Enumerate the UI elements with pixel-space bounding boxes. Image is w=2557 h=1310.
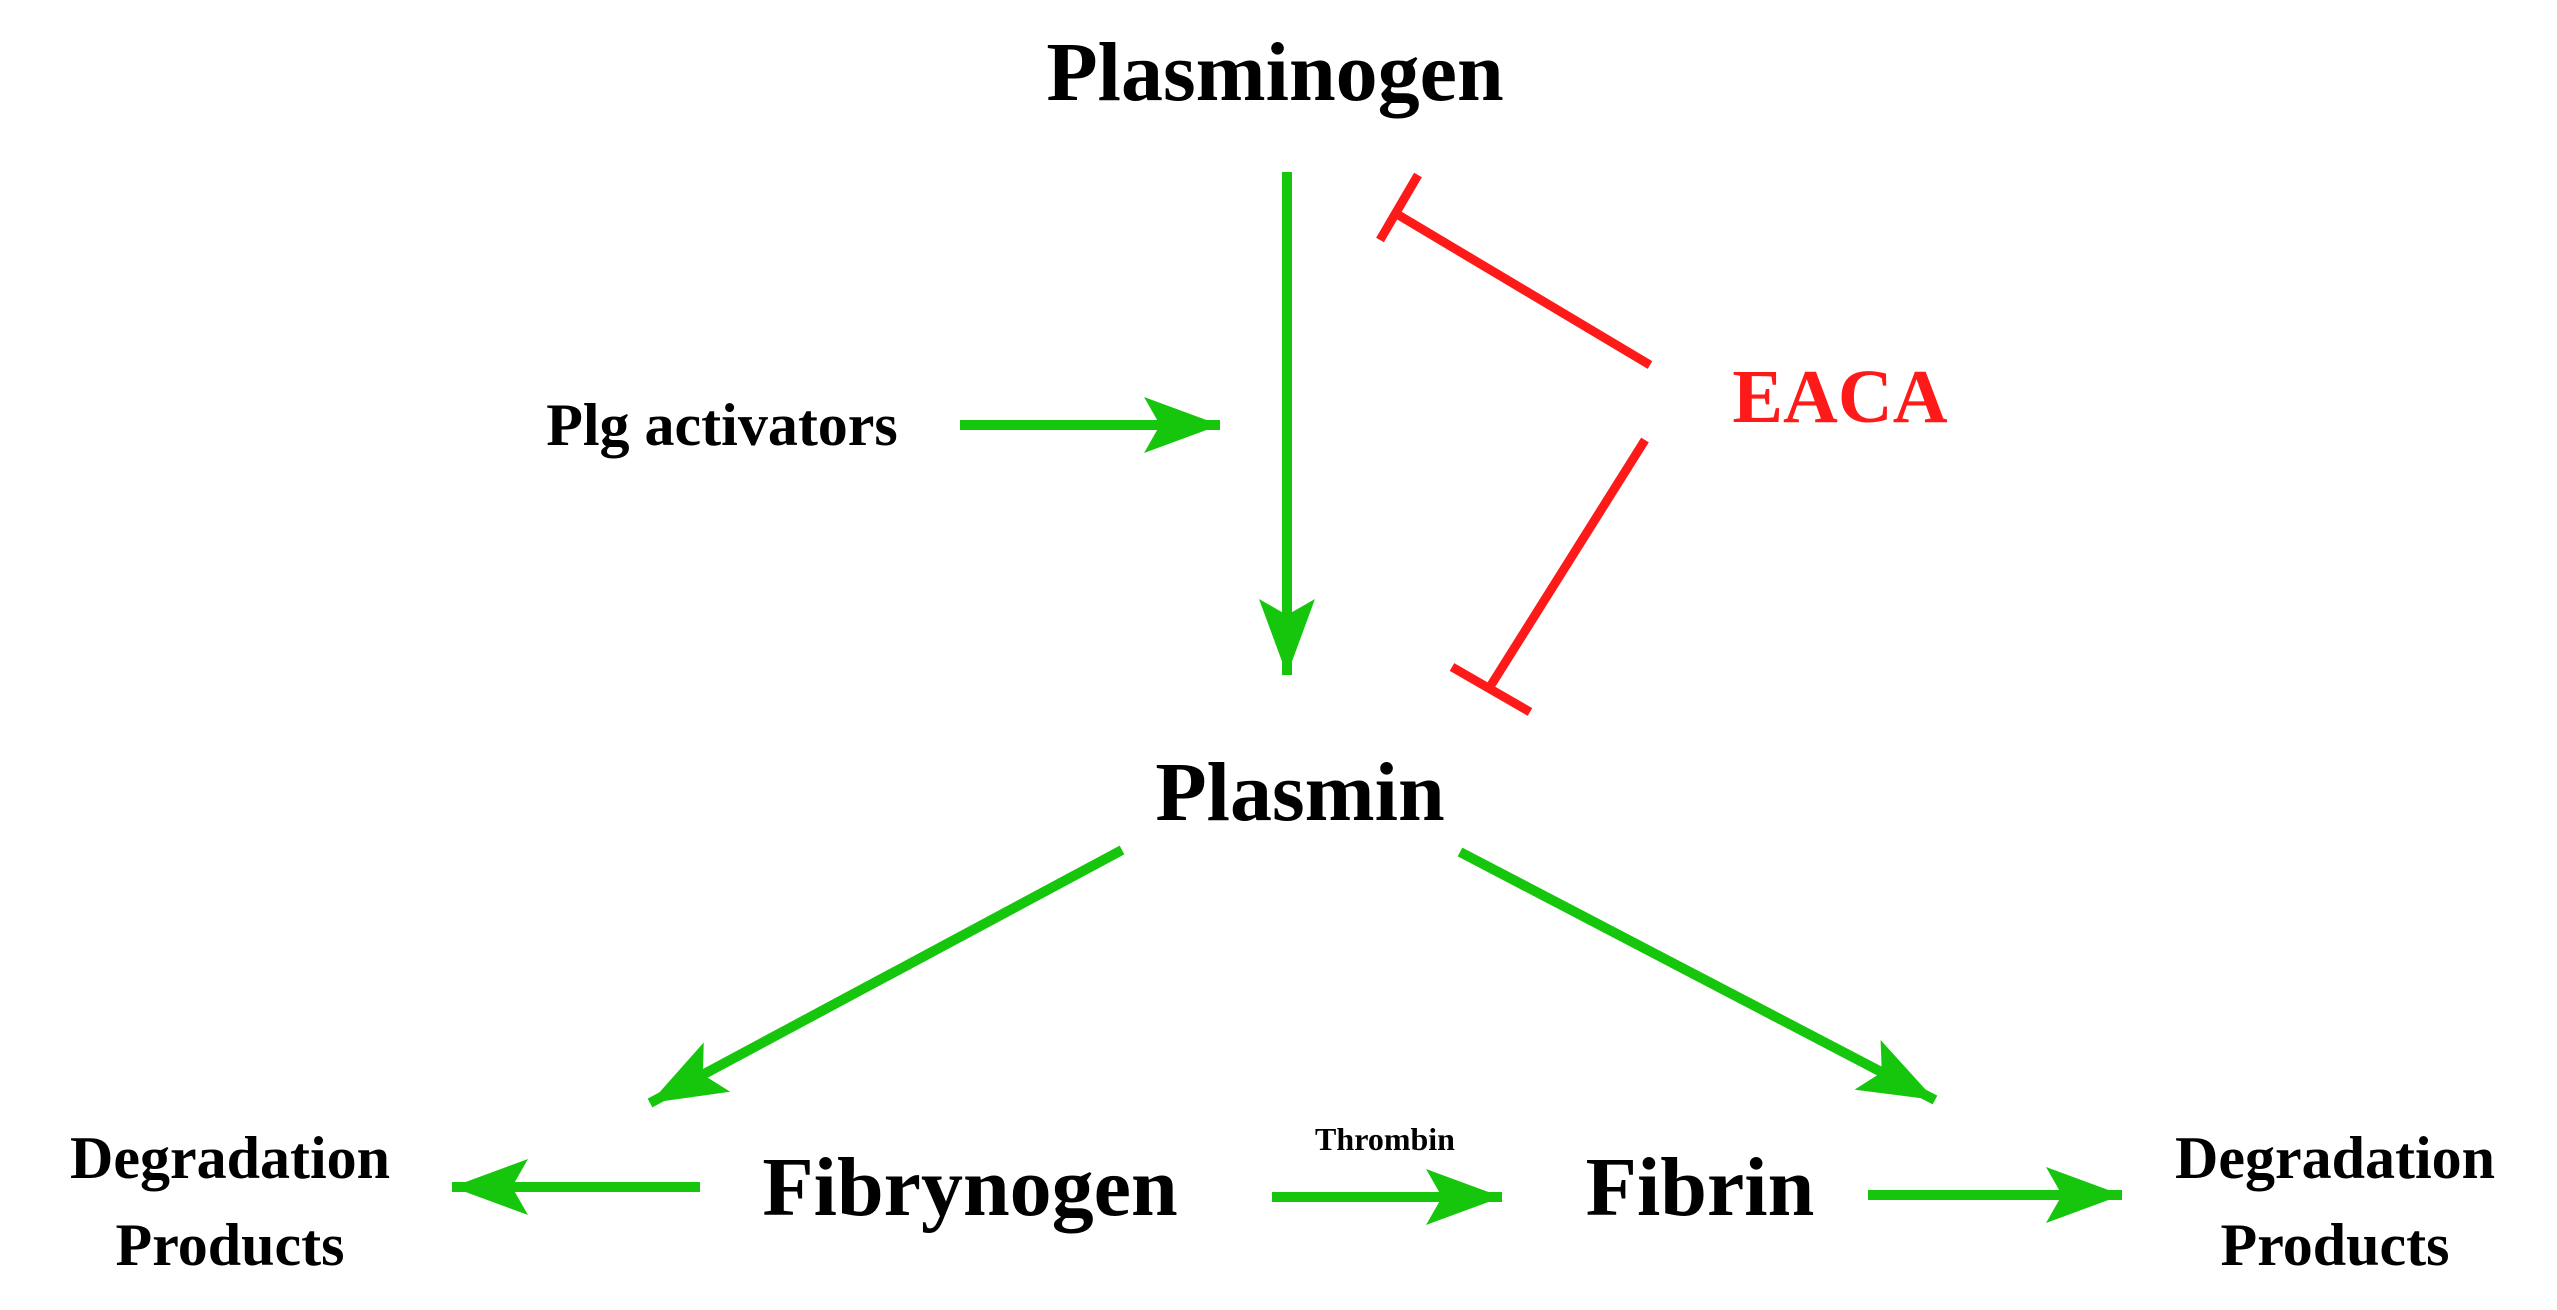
plasminogen-label: Plasminogen — [1046, 26, 1503, 119]
inhibition-eaca-to-plasminogen — [1392, 209, 1653, 369]
degradation-products-right-line2: Products — [2221, 1212, 2450, 1278]
thrombin-label: Thrombin — [1315, 1121, 1455, 1157]
plasmin-label: Plasmin — [1155, 746, 1444, 839]
inhibition-bar-plasminogen — [1376, 172, 1422, 243]
degradation-products-left-line1: Degradation — [70, 1125, 390, 1191]
degradation-products-left-line2: Products — [116, 1212, 345, 1278]
degradation-products-right-line1: Degradation — [2175, 1125, 2495, 1191]
fibrin-label: Fibrin — [1586, 1141, 1815, 1234]
inhibition-bar-plasmin — [1449, 663, 1533, 716]
inhibition-eaca-to-plasmin — [1484, 437, 1649, 693]
arrow-plasmin-to-right-degradation — [1457, 847, 1938, 1105]
eaca-label: EACA — [1732, 355, 1947, 439]
plg-activators-label: Plg activators — [546, 392, 898, 458]
fibrynogen-label: Fibrynogen — [762, 1141, 1177, 1234]
arrow-plasmin-to-left-degradation — [647, 845, 1125, 1108]
